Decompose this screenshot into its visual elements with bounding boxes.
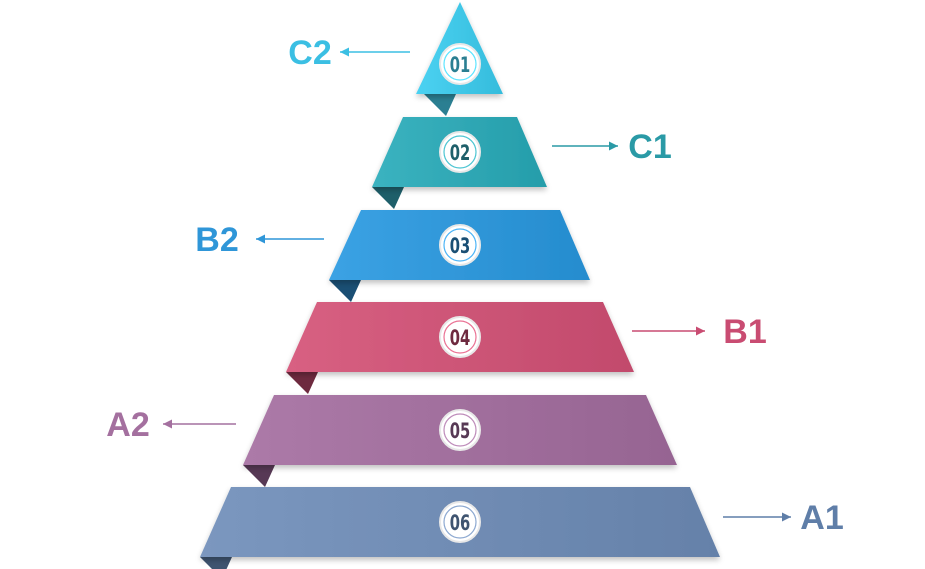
pyramid-tier-03: 03 B2 [195,210,590,302]
arrow-left [340,47,410,57]
tier-number: 05 [450,420,471,443]
number-badge [439,409,481,451]
arrow-right [632,326,705,336]
tier-number: 04 [450,327,471,350]
number-badge [439,501,481,543]
pyramid-tier-04: 04 B1 [286,302,767,394]
arrow-right [723,512,791,522]
ribbon-fold [200,557,232,569]
number-badge [439,316,481,358]
badge-ring [443,505,477,539]
number-badge [439,131,481,173]
arrow-left [256,234,324,244]
ribbon-fold [286,372,318,394]
tier-label-b2: B2 [195,221,238,259]
number-badge [439,224,481,266]
tier-number: 01 [450,54,471,77]
arrow-right [552,141,618,151]
tier-number: 02 [450,142,471,165]
badge-ring [443,135,477,169]
badge-ring [443,47,477,81]
tier-label-b1: B1 [723,313,766,351]
number-badge [439,43,481,85]
pyramid-tier-06: 06 A1 [200,487,844,569]
ribbon-fold [329,280,361,302]
badge-ring [443,413,477,447]
pyramid-tier-02: 02 C1 [372,117,672,209]
pyramid-tier-01: 01 C2 [288,2,503,116]
tier-number: 06 [450,512,471,535]
badge-ring [443,320,477,354]
badge-ring [443,228,477,262]
ribbon-fold [424,94,456,116]
tier-label-c2: C2 [288,34,331,72]
tier-label-a1: A1 [800,499,843,537]
arrow-left [163,419,236,429]
ribbon-fold [372,187,404,209]
pyramid-tier-05: 05 A2 [106,395,677,487]
tier-number: 03 [450,235,471,258]
ribbon-fold [243,465,275,487]
tier-label-a2: A2 [106,406,149,444]
tier-label-c1: C1 [628,128,671,166]
